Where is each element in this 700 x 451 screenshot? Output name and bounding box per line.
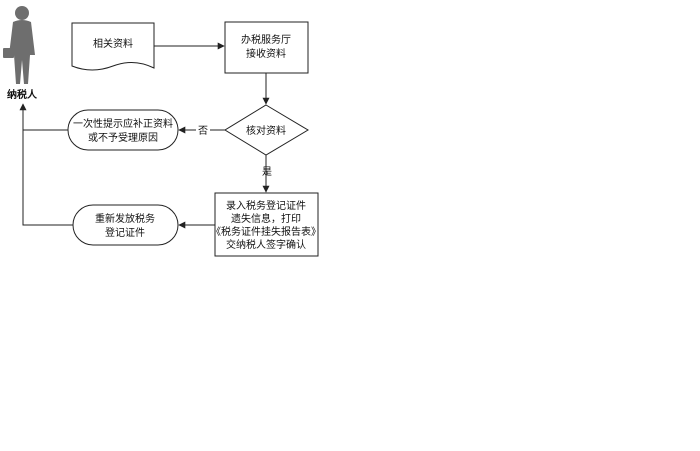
receive-label-line2: 接收资料 <box>246 47 286 60</box>
taxpayer-label: 纳税人 <box>7 88 38 101</box>
receive-box <box>224 21 309 74</box>
no-label-bg <box>196 122 210 136</box>
no-label: 否 <box>198 125 208 137</box>
record-box <box>214 192 319 257</box>
documents-shape <box>71 22 155 71</box>
record-label-line1: 录入税务登记证件 <box>226 199 306 212</box>
arrow-reissue-to-taxpayer <box>19 103 73 226</box>
yes-label: 是 <box>262 166 272 178</box>
taxpayer-person-icon <box>3 6 35 84</box>
notify-terminator <box>67 109 179 151</box>
record-label-line3: 《税务证件挂失报告表》 <box>211 225 321 238</box>
reissue-label-line1: 重新发放税务 <box>95 212 155 225</box>
documents-label: 相关资料 <box>93 37 133 50</box>
receive-label-line1: 办税服务厅 <box>241 33 291 46</box>
reissue-label-line2: 登记证件 <box>105 226 145 239</box>
notify-label-line1: 一次性提示应补正资料 <box>73 117 173 130</box>
record-label-line4: 交纳税人签字确认 <box>226 238 306 251</box>
reissue-terminator <box>72 204 179 246</box>
record-label-line2: 遗失信息，打印 <box>231 212 301 225</box>
notify-label-line2: 或不予受理原因 <box>88 132 158 144</box>
check-label: 核对资料 <box>246 124 286 137</box>
